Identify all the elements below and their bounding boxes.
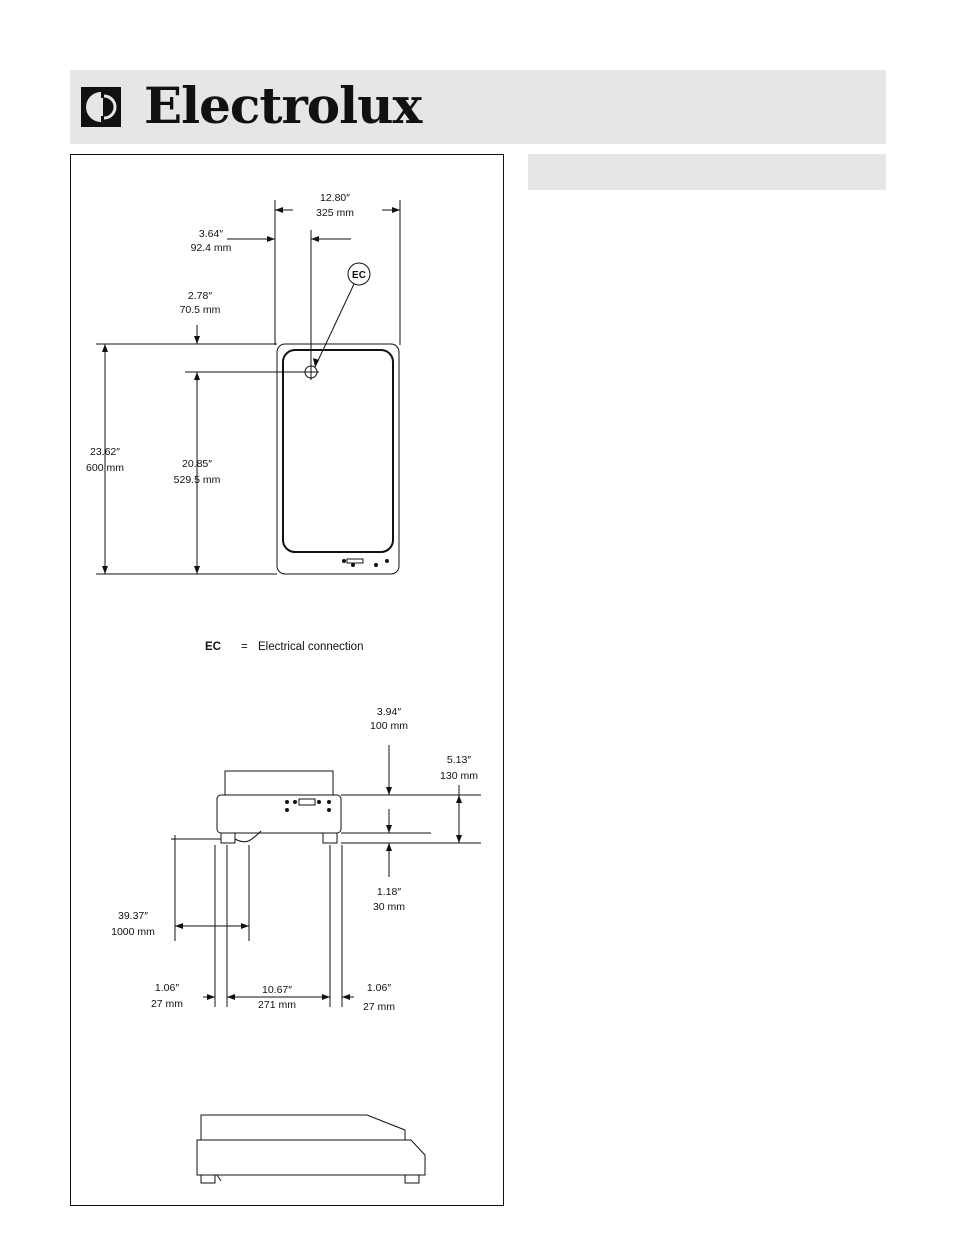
feet-mm-label: 30 mm bbox=[373, 901, 405, 913]
ec-callout-label: EC bbox=[352, 270, 366, 281]
width-mm-label: 325 mm bbox=[316, 207, 354, 219]
legend-abbr: EC bbox=[205, 641, 221, 653]
front-view-body bbox=[217, 795, 341, 833]
feet-span-in-label: 10.67″ bbox=[262, 984, 292, 996]
width-in-label: 12.80″ bbox=[320, 192, 350, 204]
ec-offset-x-in-label: 3.64″ bbox=[199, 228, 223, 240]
side-view-body bbox=[197, 1140, 425, 1175]
height-body-in-label: 3.94″ bbox=[377, 706, 401, 718]
side-view-foot-right bbox=[405, 1175, 419, 1183]
depth-mm-label: 600 mm bbox=[86, 462, 124, 474]
feet-in-label: 1.18″ bbox=[377, 886, 401, 898]
depth-in-label: 23.62″ bbox=[90, 446, 120, 458]
side-view-foot-left bbox=[201, 1175, 215, 1183]
ec-offset-x-mm-label: 92.4 mm bbox=[191, 242, 232, 254]
side-view-top bbox=[201, 1115, 405, 1140]
foot-right-in-label: 1.06″ bbox=[367, 982, 391, 994]
cord-mm-label: 1000 mm bbox=[111, 926, 155, 938]
ec-depth-in-label: 20.85″ bbox=[182, 458, 212, 470]
electrolux-logo-icon bbox=[80, 86, 122, 128]
front-view-foot-left bbox=[221, 833, 235, 843]
legend-desc: Electrical connection bbox=[258, 641, 363, 653]
top-view-cooking-zone bbox=[283, 350, 393, 552]
dimension-drawing-panel: 12.80″ 325 mm 3.64″ 92.4 mm 2.78″ 70.5 m… bbox=[70, 154, 504, 1206]
ec-depth-mm-label: 529.5 mm bbox=[174, 474, 221, 486]
dimension-drawing: 12.80″ 325 mm 3.64″ 92.4 mm 2.78″ 70.5 m… bbox=[71, 155, 505, 1207]
height-total-mm-label: 130 mm bbox=[440, 770, 478, 782]
legend-eq: = bbox=[241, 641, 248, 653]
top-view-outline bbox=[277, 344, 399, 574]
cord-in-label: 39.37″ bbox=[118, 910, 148, 922]
height-body-mm-label: 100 mm bbox=[370, 720, 408, 732]
front-view-foot-right bbox=[323, 833, 337, 843]
ec-offset-y-in-label: 2.78″ bbox=[188, 290, 212, 302]
ec-offset-y-mm-label: 70.5 mm bbox=[180, 304, 221, 316]
header-bar: Electrolux bbox=[70, 70, 886, 144]
foot-right-mm-label: 27 mm bbox=[363, 1001, 395, 1013]
brand-wordmark: Electrolux bbox=[144, 76, 421, 136]
foot-left-in-label: 1.06″ bbox=[155, 982, 179, 994]
front-view-top-plate bbox=[225, 771, 333, 795]
feet-span-mm-label: 271 mm bbox=[258, 999, 296, 1011]
height-total-in-label: 5.13″ bbox=[447, 754, 471, 766]
side-section-header-bar bbox=[528, 154, 886, 190]
foot-left-mm-label: 27 mm bbox=[151, 998, 183, 1010]
